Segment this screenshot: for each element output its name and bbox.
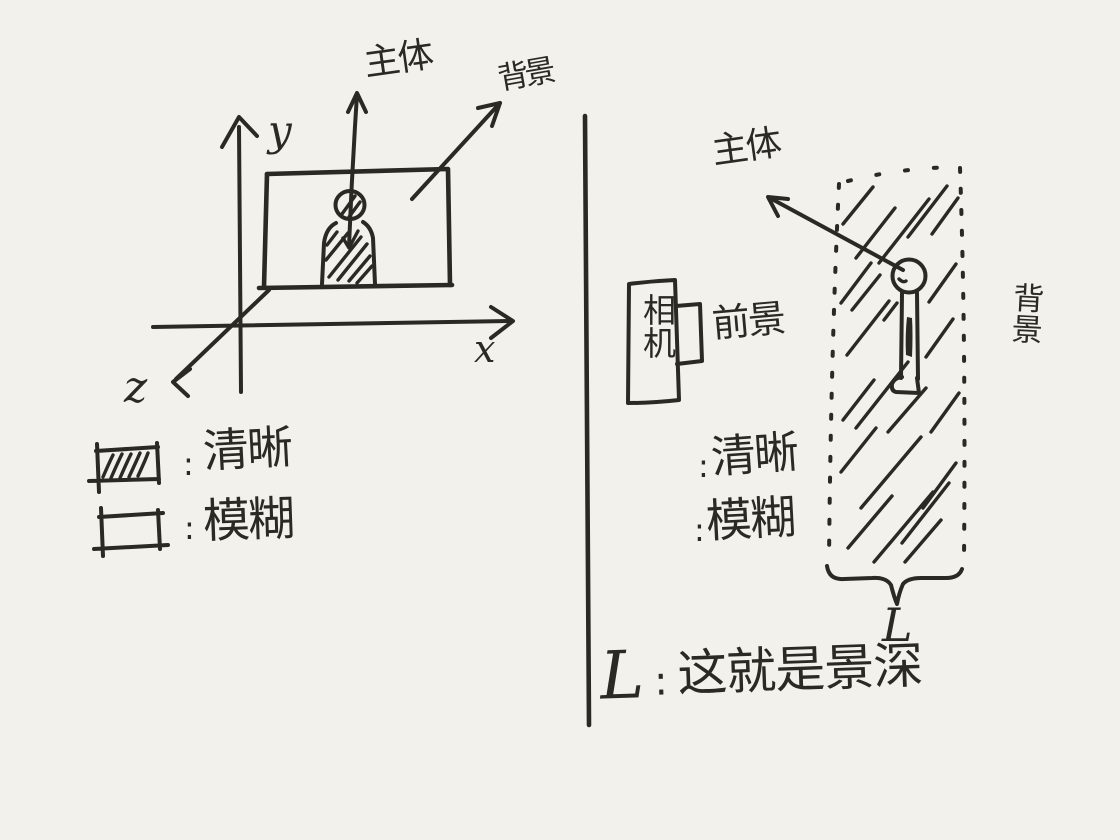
z-axis-line xyxy=(174,288,271,381)
person-foot xyxy=(889,375,921,395)
x-axis-label: x xyxy=(474,327,496,371)
legend-sharp-colon-left: : xyxy=(183,445,194,483)
background-label-left: 背景 xyxy=(495,52,555,98)
legend-sharp-label-right: 清晰 xyxy=(709,425,799,484)
legend-blur-swatch-left xyxy=(92,506,170,558)
legend-sharp-swatch-left-hatch xyxy=(101,451,150,480)
subject-label-left: 主体 xyxy=(361,34,435,85)
subject-person-right xyxy=(889,257,928,395)
left-coordinate-axes xyxy=(151,115,515,398)
camera-figure xyxy=(626,278,704,405)
camera-label: 相机 xyxy=(637,293,677,359)
legend-blur-colon-right: : xyxy=(694,511,705,549)
dof-region-left-dashed-edge xyxy=(827,182,841,562)
depth-caption-colon: : xyxy=(653,658,669,705)
photo-frame-bottom xyxy=(256,282,455,291)
panel-divider-line xyxy=(582,113,592,728)
y-axis-line xyxy=(237,125,243,394)
legend-blur-colon-left: : xyxy=(184,509,195,547)
legend-sharp-colon-right: : xyxy=(698,447,709,485)
subject-label-right: 主体 xyxy=(709,122,783,173)
subject-arrowhead-right-icon xyxy=(766,195,790,218)
foreground-label: 前景 xyxy=(710,295,786,347)
x-axis-arrowhead-icon xyxy=(489,305,515,340)
dof-region-hatch xyxy=(839,184,961,564)
legend-sharp-label-left: 清晰 xyxy=(201,419,293,479)
background-arrowhead-left-icon xyxy=(476,101,502,128)
depth-caption: L : 这就是景深 xyxy=(598,632,924,715)
depth-caption-prefix: L xyxy=(598,636,646,715)
left-legend-swatches xyxy=(87,441,170,558)
figure-chest-mark xyxy=(341,229,360,250)
subject-arrow-left xyxy=(347,93,359,248)
photo-frame xyxy=(256,166,455,291)
camera-lens xyxy=(674,302,704,366)
dof-region-top-dashed-edge xyxy=(846,165,958,183)
depth-brace-path xyxy=(825,564,964,606)
background-label-right: 背景 xyxy=(1004,281,1045,345)
depth-brace-label: L xyxy=(882,598,913,652)
subject-arrowhead-left-icon xyxy=(346,91,368,114)
depth-caption-text: 这就是景深 xyxy=(676,636,924,703)
photo-frame-top-right xyxy=(264,166,453,288)
figure-body xyxy=(320,220,377,286)
depth-brace xyxy=(825,564,964,606)
left-annotation-arrows xyxy=(346,91,502,248)
camera-body xyxy=(626,278,681,405)
person-head xyxy=(890,257,928,295)
z-axis-arrowhead-icon xyxy=(171,367,192,398)
y-axis-label: y xyxy=(268,106,292,155)
y-axis-arrowhead-icon xyxy=(220,115,259,149)
person-body xyxy=(899,291,920,381)
z-axis-label: z xyxy=(124,362,148,413)
photo-frame-left xyxy=(261,171,270,290)
person-face-mark xyxy=(897,277,908,284)
dof-region-right-dashed-edge xyxy=(958,166,967,560)
figure-body-hatch xyxy=(324,230,374,285)
background-arrow-left xyxy=(410,101,502,201)
legend-sharp-swatch-left xyxy=(87,441,161,494)
depth-of-field-region xyxy=(827,165,967,564)
legend-blur-label-right: 模糊 xyxy=(704,489,796,549)
legend-blur-label-left: 模糊 xyxy=(202,491,294,550)
person-body-shadow xyxy=(905,317,913,357)
x-axis-line xyxy=(151,319,513,329)
